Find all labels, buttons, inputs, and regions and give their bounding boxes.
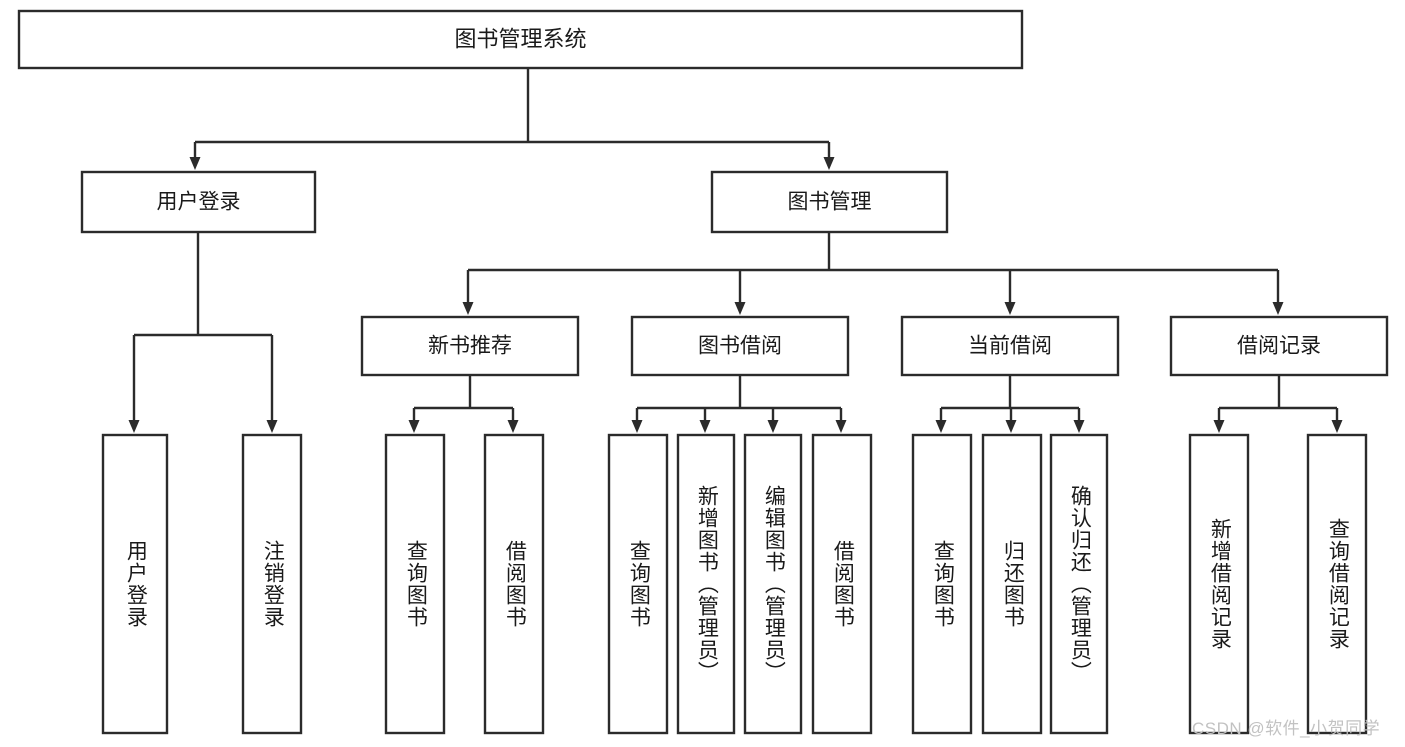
arrow-head-icon xyxy=(1004,302,1016,315)
node-leaf-3[interactable] xyxy=(483,433,545,735)
arrow-head-icon xyxy=(835,420,847,433)
arrow-head-icon xyxy=(1073,420,1085,433)
arrow-head-icon xyxy=(631,420,643,433)
arrow-head-icon xyxy=(507,420,519,433)
node-leaf-8[interactable] xyxy=(911,433,973,735)
node-leaf-5[interactable] xyxy=(676,433,736,735)
node-level2-1[interactable] xyxy=(710,170,949,234)
arrow-head-icon xyxy=(823,157,835,170)
node-root-system[interactable] xyxy=(17,9,1024,70)
arrow-head-icon xyxy=(266,420,278,433)
node-leaf-7[interactable] xyxy=(811,433,873,735)
arrow-head-icon xyxy=(128,420,140,433)
arrow-head-icon xyxy=(935,420,947,433)
node-level2-0[interactable] xyxy=(80,170,317,234)
node-label-root: 图书管理系统 xyxy=(454,26,586,51)
node-leaf-9[interactable] xyxy=(981,433,1043,735)
node-leaf-11[interactable] xyxy=(1188,433,1250,735)
connector-lines xyxy=(128,68,1343,433)
node-leaf-0[interactable] xyxy=(101,433,169,735)
arrow-head-icon xyxy=(734,302,746,315)
arrow-head-icon xyxy=(408,420,420,433)
node-leaf-12[interactable] xyxy=(1306,433,1368,735)
arrow-head-icon xyxy=(767,420,779,433)
node-level3-3[interactable] xyxy=(1169,315,1389,377)
node-leaf-10[interactable] xyxy=(1049,433,1109,735)
node-level3-1[interactable] xyxy=(630,315,850,377)
arrow-head-icon xyxy=(1213,420,1225,433)
node-level3-label-1: 图书借阅 xyxy=(698,335,782,358)
node-level3-label-0: 新书推荐 xyxy=(428,335,512,358)
node-leaf-4[interactable] xyxy=(607,433,669,735)
csdn-watermark: CSDN @软件_小贺同学 xyxy=(1192,719,1381,738)
arrow-head-icon xyxy=(1272,302,1284,315)
arrow-head-icon xyxy=(1005,420,1017,433)
arrow-head-icon xyxy=(189,157,201,170)
arrow-head-icon xyxy=(699,420,711,433)
node-boxes xyxy=(17,9,1389,735)
node-leaf-2[interactable] xyxy=(384,433,446,735)
arrow-head-icon xyxy=(1331,420,1343,433)
arrow-head-icon xyxy=(462,302,474,315)
node-level3-2[interactable] xyxy=(900,315,1120,377)
node-level3-label-2: 当前借阅 xyxy=(968,335,1052,358)
node-level2-label-0: 用户登录 xyxy=(157,191,241,214)
node-leaf-6[interactable] xyxy=(743,433,803,735)
node-level3-0[interactable] xyxy=(360,315,580,377)
node-level2-label-1: 图书管理 xyxy=(788,191,872,214)
node-leaf-1[interactable] xyxy=(241,433,303,735)
node-level3-label-3: 借阅记录 xyxy=(1237,335,1321,358)
